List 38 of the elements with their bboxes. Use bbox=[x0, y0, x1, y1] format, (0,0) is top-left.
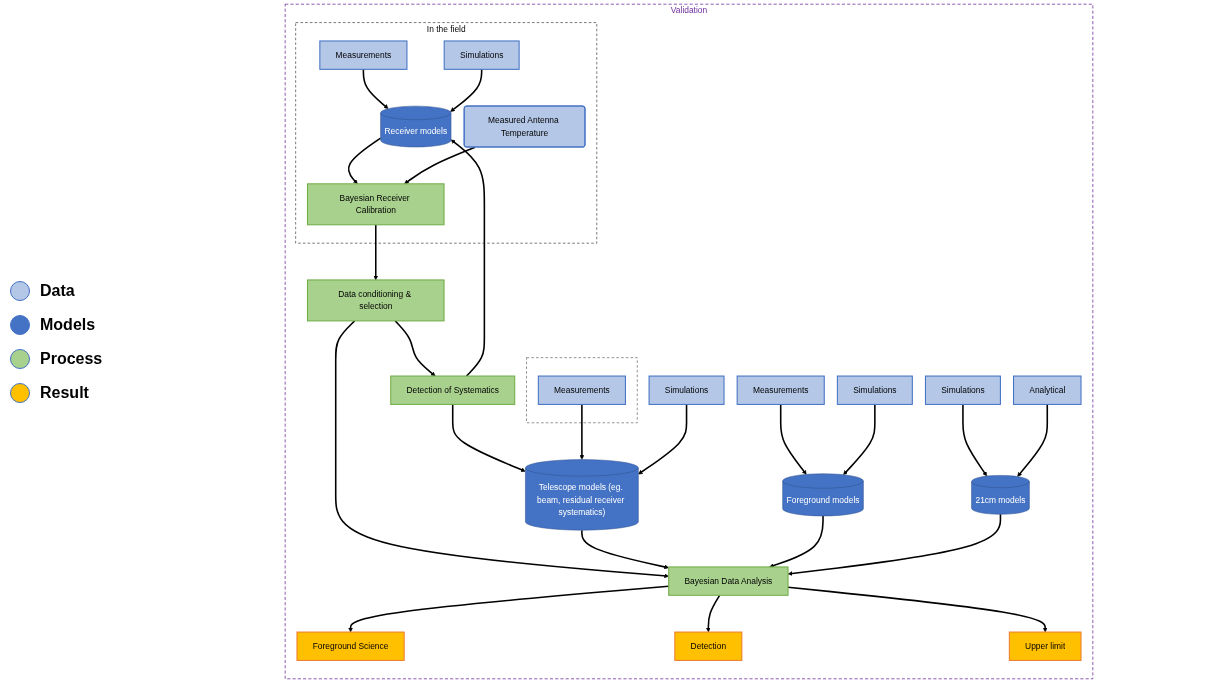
node-box: Measurements bbox=[537, 375, 626, 405]
node-box: Bayesian Receiver Calibration bbox=[306, 183, 445, 226]
node-box: Upper limit bbox=[1008, 631, 1082, 661]
cluster bbox=[526, 357, 638, 424]
arrow bbox=[769, 515, 824, 568]
arrow bbox=[373, 224, 379, 281]
node-box: Simulations bbox=[443, 40, 520, 70]
node-box: Data conditioning & selection bbox=[306, 279, 445, 322]
arrow bbox=[450, 139, 486, 377]
node-box: Bayesian Data Analysis bbox=[668, 566, 789, 596]
arrow bbox=[638, 403, 688, 475]
arrow bbox=[843, 403, 876, 475]
node-box: Foreground Science bbox=[296, 631, 405, 661]
node-box: Detection of Systematics bbox=[390, 375, 516, 405]
node-box: Analytical bbox=[1013, 375, 1082, 405]
arrow bbox=[450, 68, 483, 112]
legend-label: Models bbox=[40, 315, 96, 334]
arrow bbox=[362, 68, 389, 109]
arrow bbox=[451, 403, 526, 472]
arrow bbox=[579, 403, 585, 460]
legend-label: Data bbox=[40, 281, 75, 300]
legend-label: Process bbox=[40, 349, 103, 368]
arrow bbox=[334, 320, 669, 579]
arrow bbox=[347, 137, 382, 185]
node-box: Simulations bbox=[648, 375, 725, 405]
arrow bbox=[394, 320, 436, 377]
arrow bbox=[404, 146, 476, 185]
arrow bbox=[779, 403, 807, 475]
node-box: Detection bbox=[674, 631, 743, 661]
arrow bbox=[581, 529, 669, 570]
node-box: Measurements bbox=[319, 40, 408, 70]
arrow bbox=[962, 403, 988, 477]
arrow bbox=[1017, 403, 1049, 477]
arrow bbox=[706, 594, 721, 633]
node-box: Simulations bbox=[836, 375, 913, 405]
legend-label: Result bbox=[40, 383, 89, 402]
node-box: Simulations bbox=[924, 375, 1001, 405]
node-box: Measurements bbox=[736, 375, 825, 405]
